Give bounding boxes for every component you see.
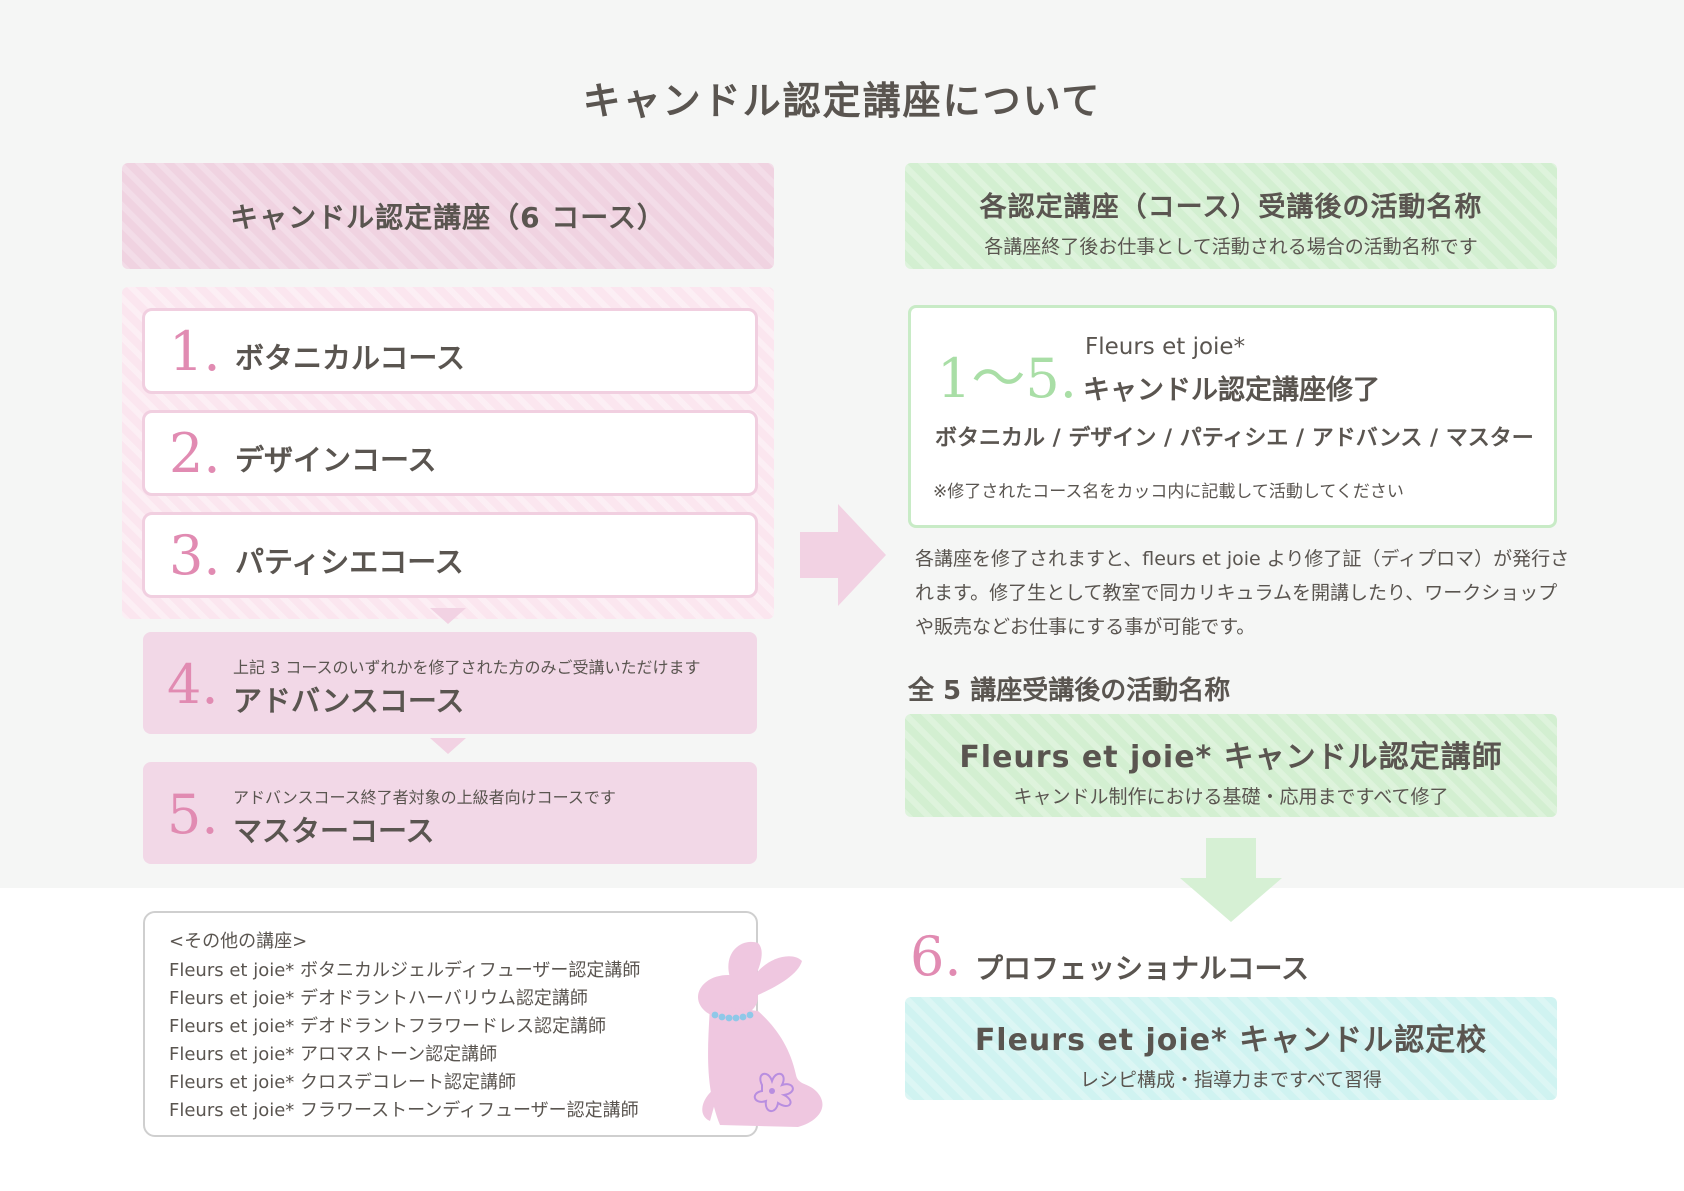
course-card-2[interactable]: 2. デザインコース [142, 410, 758, 496]
instructor-title: Fleurs et joie* キャンドル認定講師 [959, 740, 1503, 775]
rabbit-icon [698, 941, 823, 1127]
certificate-box: 1〜5. Fleurs et joie* キャンドル認定講座修了 ボタニカル /… [908, 305, 1557, 528]
list-item: Fleurs et joie* デオドラントハーバリウム認定講師 [169, 988, 588, 1009]
list-item: Fleurs et joie* ボタニカルジェルディフューザー認定講師 [169, 960, 641, 981]
course-range: 1〜5. [937, 347, 1077, 410]
course-note: 上記 3 コースのいずれかを修了された方のみご受講いただけます [233, 658, 701, 677]
description-text: 各講座を修了されますと、fleurs et joie より修了証（ディプロマ）が… [915, 548, 1570, 638]
course-card-1[interactable]: 1. ボタニカルコース [142, 308, 758, 394]
list-item: Fleurs et joie* アロマストーン認定講師 [169, 1044, 498, 1065]
course-number: 5. [167, 783, 219, 846]
activity-names-header: 各認定講座（コース）受講後の活動名称 各講座終了後お仕事として活動される場合の活… [905, 163, 1557, 269]
course-list: ボタニカル / デザイン / パティシエ / アドバンス / マスター [935, 426, 1534, 451]
brand-name: Fleurs et joie* [1085, 334, 1246, 360]
course-name: アドバンスコース [233, 684, 465, 718]
course-number: 4. [167, 653, 219, 716]
other-courses-box: <その他の講座> Fleurs et joie* ボタニカルジェルディフューザー… [143, 911, 758, 1137]
instructor-title-box: Fleurs et joie* キャンドル認定講師 キャンドル制作における基礎・… [905, 714, 1557, 817]
course-number: 1. [169, 320, 221, 383]
course-number: 3. [169, 524, 221, 587]
instructor-subtitle: キャンドル制作における基礎・応用まですべて修了 [1013, 786, 1449, 808]
arrow-down-icon [430, 738, 466, 754]
certified-school-subtitle: レシピ構成・指導力まですべて習得 [1080, 1069, 1382, 1091]
certified-school-box: Fleurs et joie* キャンドル認定校 レシピ構成・指導力まですべて習… [905, 997, 1557, 1100]
course-name: パティシエコース [235, 545, 464, 579]
courses-header-label: キャンドル認定講座（6 コース） [230, 201, 666, 234]
course-name: ボタニカルコース [235, 341, 465, 375]
arrow-right-icon [800, 504, 886, 606]
arrow-down-icon [1180, 838, 1282, 922]
activity-names-subtitle: 各講座終了後お仕事として活動される場合の活動名称です [984, 236, 1478, 258]
courses-header: キャンドル認定講座（6 コース） [122, 163, 774, 269]
certificate-note: ※修了されたコース名をカッコ内に記載して活動してください [933, 482, 1404, 502]
page-title: キャンドル認定講座について [582, 79, 1102, 123]
course-note: アドバンスコース終了者対象の上級者向けコースです [233, 788, 616, 807]
list-item: Fleurs et joie* クロスデコレート認定講師 [169, 1072, 516, 1093]
arrow-down-icon [430, 608, 466, 624]
course-card-4[interactable]: 上記 3 コースのいずれかを修了された方のみご受講いただけます 4. アドバンス… [143, 632, 757, 734]
course-card-3[interactable]: 3. パティシエコース [142, 512, 758, 598]
activity-names-title: 各認定講座（コース）受講後の活動名称 [979, 192, 1483, 223]
list-item: Fleurs et joie* フラワーストーンディフューザー認定講師 [169, 1100, 639, 1121]
certificate-title: キャンドル認定講座修了 [1083, 375, 1380, 406]
other-courses-list: Fleurs et joie* ボタニカルジェルディフューザー認定講師 Fleu… [169, 957, 640, 1125]
certified-school-title: Fleurs et joie* キャンドル認定校 [974, 1023, 1488, 1058]
list-item: Fleurs et joie* デオドラントフラワードレス認定講師 [169, 1016, 606, 1037]
course-number-6: 6. [910, 925, 962, 988]
course-name: マスターコース [233, 814, 435, 848]
course-card-5[interactable]: アドバンスコース終了者対象の上級者向けコースです 5. マスターコース [143, 762, 757, 864]
after-all-courses-label: 全 5 講座受講後の活動名称 [908, 676, 1231, 706]
other-courses-title: <その他の講座> [169, 931, 308, 952]
course-name: デザインコース [235, 443, 437, 477]
professional-course-name: プロフェッショナルコース [975, 952, 1310, 985]
course-number: 2. [169, 422, 221, 485]
